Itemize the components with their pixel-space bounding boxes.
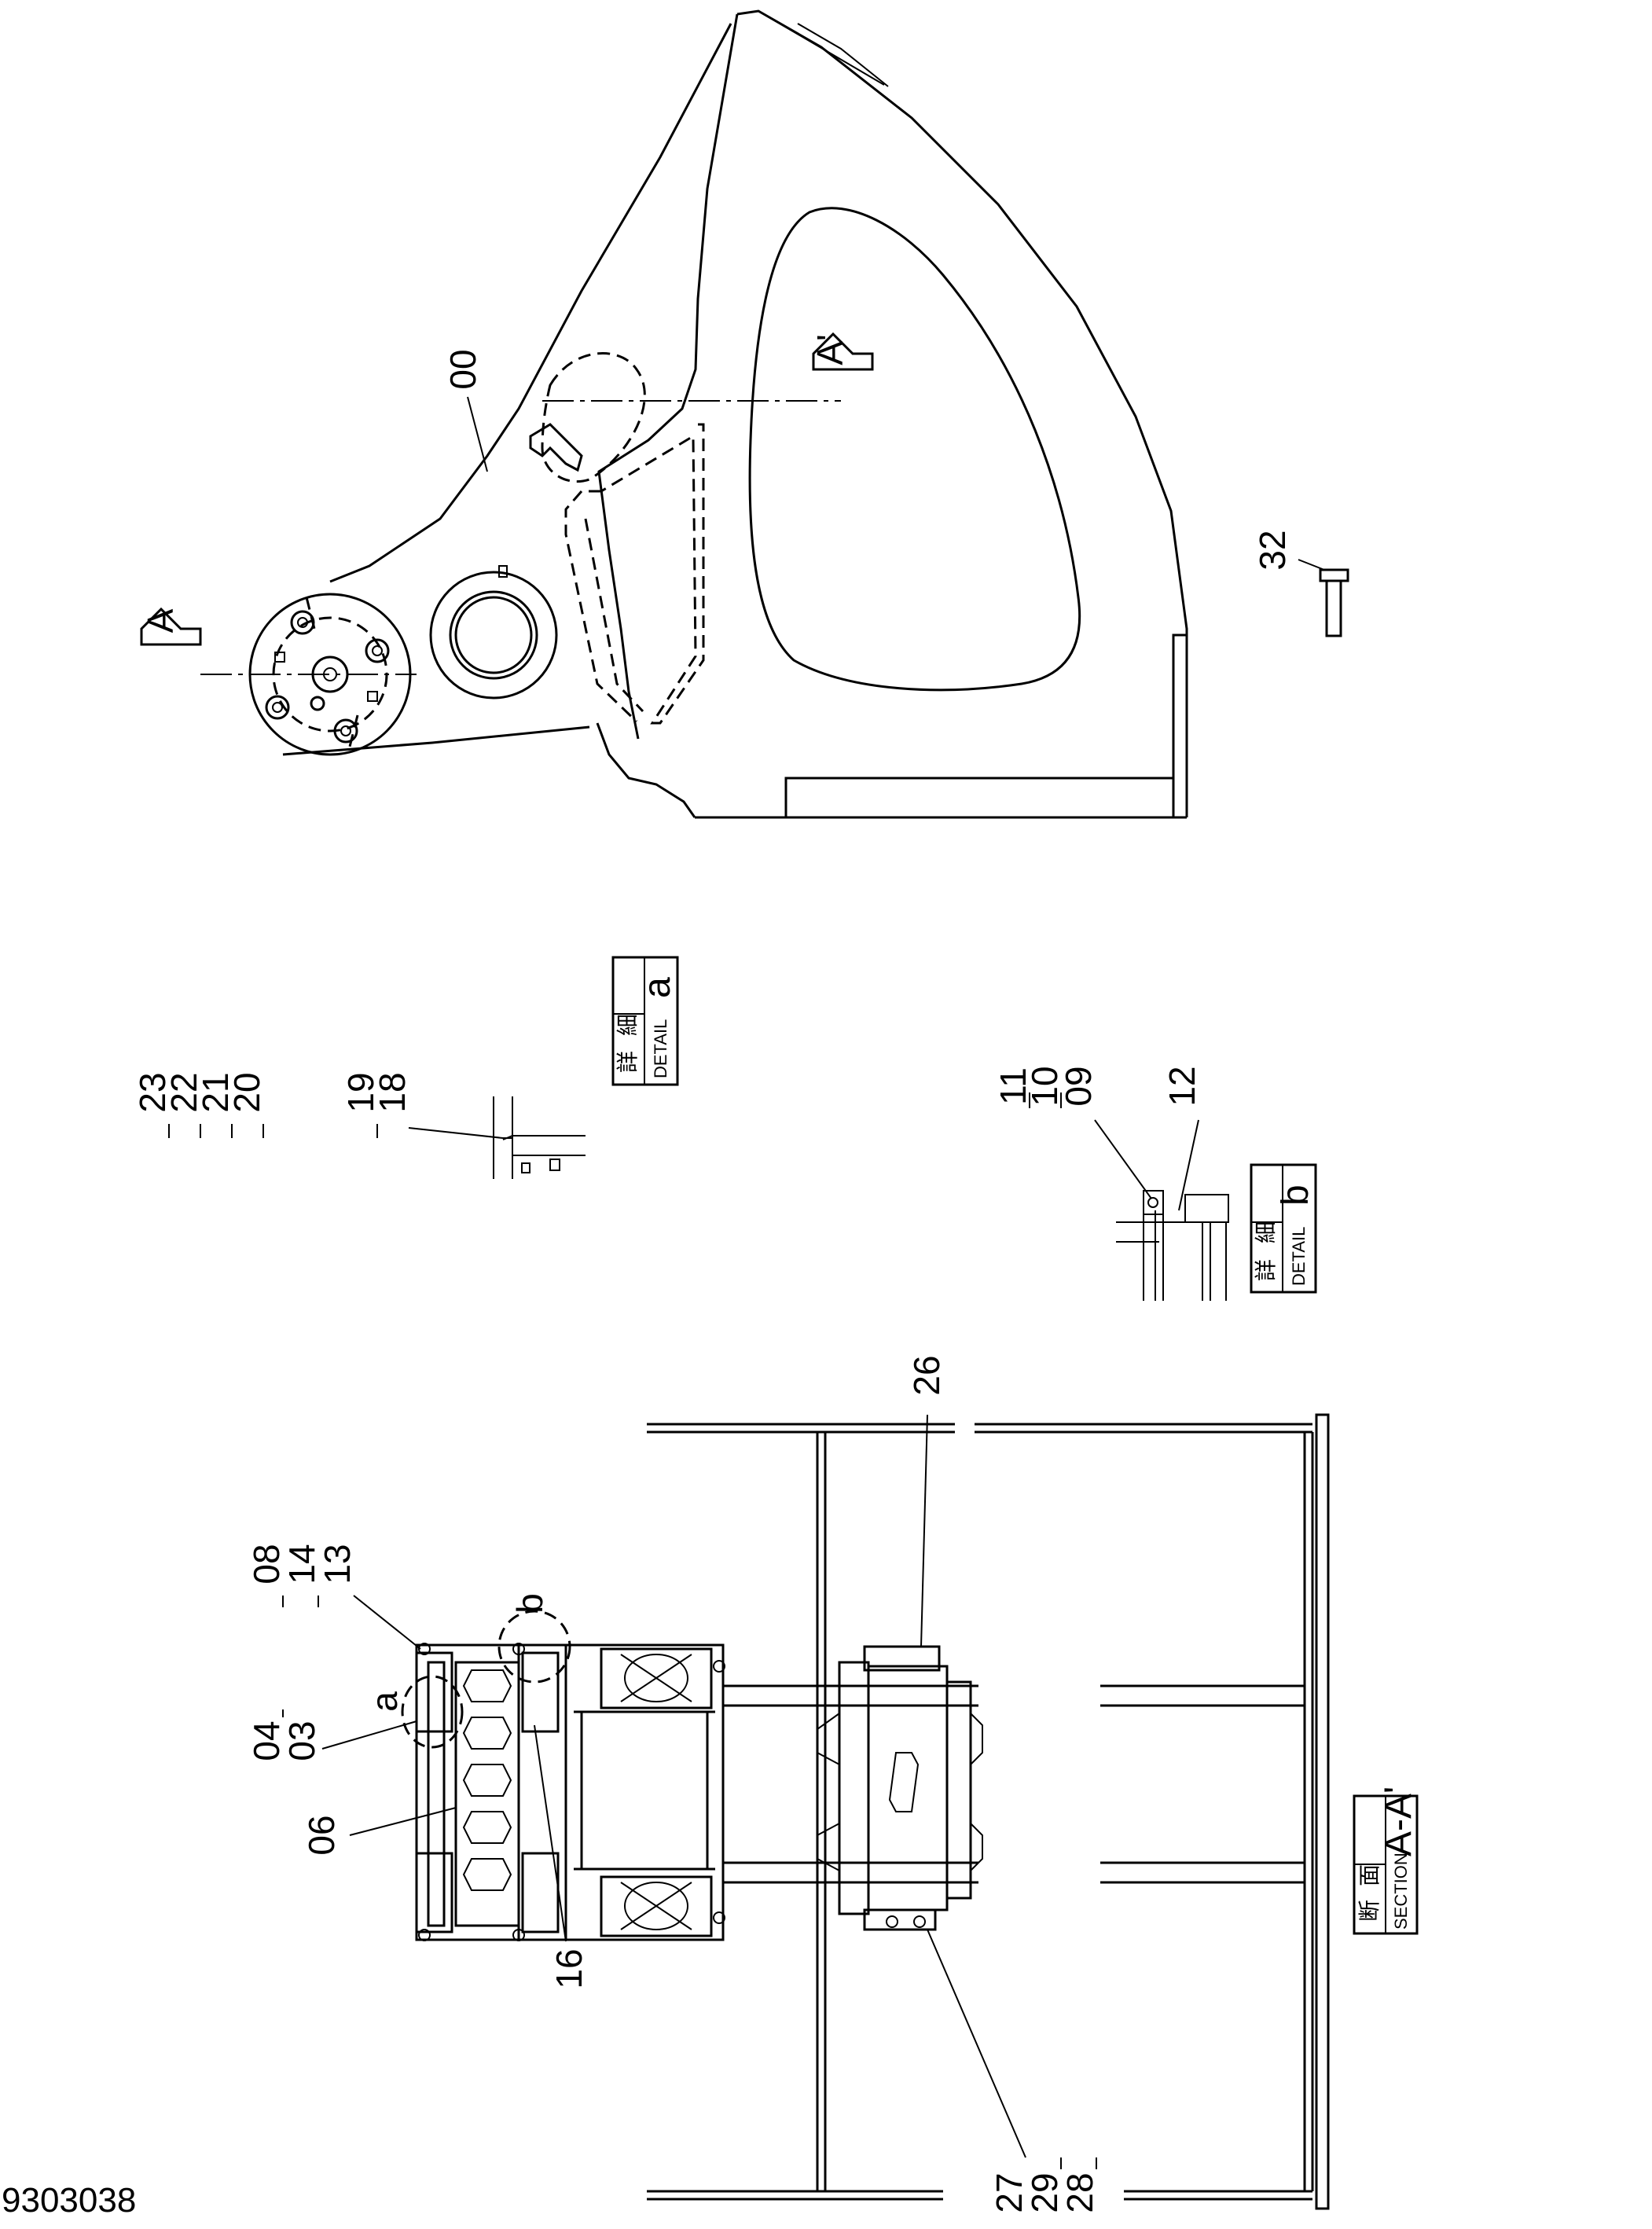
part-label-22: 22 xyxy=(163,1072,204,1112)
part-label-12: 12 xyxy=(1162,1066,1202,1106)
part-label-04: 04 xyxy=(246,1720,287,1761)
part-label-18: 18 xyxy=(372,1072,413,1112)
callout-a: a xyxy=(364,1691,405,1712)
document-number: 9303038 xyxy=(2,2181,137,2220)
detail-a-en: DETAIL xyxy=(651,1019,670,1078)
detail-b-id: b xyxy=(1275,1184,1316,1206)
detail-a-jp1: 詳 xyxy=(615,1051,641,1073)
detail-b-jp2: 細 xyxy=(1253,1221,1279,1243)
section-arrow-a: A xyxy=(140,607,202,646)
section-box-id: A-A' xyxy=(1378,1787,1419,1856)
part-label-23: 23 xyxy=(132,1072,173,1112)
section-box-jp2: 面 xyxy=(1356,1864,1382,1886)
part-label-28: 28 xyxy=(1059,2172,1100,2212)
part-label-29: 29 xyxy=(1024,2172,1065,2212)
part-label-06: 06 xyxy=(301,1815,342,1855)
part-label-16: 16 xyxy=(549,1948,589,1988)
detail-b-en: DETAIL xyxy=(1289,1227,1309,1286)
part-label-13: 13 xyxy=(317,1544,358,1584)
section-box-jp1: 断 xyxy=(1356,1900,1382,1922)
section-arrow-a-label: A xyxy=(140,608,181,633)
part-label-26: 26 xyxy=(906,1355,947,1395)
part-32-pin: 32 xyxy=(1252,530,1349,637)
part-label-09: 09 xyxy=(1058,1066,1099,1106)
detail-a-id: a xyxy=(637,977,678,998)
section-a-a-view: a b 断 面 SECTION A-A' 26 08 14 13 04 xyxy=(246,1355,1419,2212)
detail-a: 詳 細 DETAIL a 23 22 21 20 19 18 xyxy=(132,956,679,1179)
part-label-19: 19 xyxy=(340,1072,381,1112)
part-label-32: 32 xyxy=(1252,530,1293,570)
part-label-00: 00 xyxy=(442,349,483,389)
detail-a-jp2: 細 xyxy=(615,1014,641,1036)
part-label-20: 20 xyxy=(226,1072,267,1112)
part-label-27: 27 xyxy=(989,2172,1030,2212)
section-arrow-a-prime-label: A' xyxy=(809,334,850,365)
part-label-08: 08 xyxy=(246,1544,287,1584)
part-label-10: 10 xyxy=(1024,1066,1065,1106)
section-box-en: SECTION xyxy=(1391,1853,1411,1930)
callout-circle-b xyxy=(497,1610,571,1684)
part-label-14: 14 xyxy=(281,1544,322,1584)
part-label-11: 11 xyxy=(993,1067,1033,1105)
part-label-21: 21 xyxy=(195,1072,236,1112)
callout-b: b xyxy=(509,1593,550,1614)
bucket-side-view: A A' 00 xyxy=(140,9,1188,819)
section-arrow-a-prime: A' xyxy=(809,332,874,371)
callout-circle-a xyxy=(401,1675,464,1749)
detail-b: 詳 細 DETAIL b 11 10 09 12 xyxy=(993,1066,1317,1301)
detail-b-jp1: 詳 xyxy=(1253,1259,1279,1281)
part-label-03: 03 xyxy=(281,1720,322,1761)
